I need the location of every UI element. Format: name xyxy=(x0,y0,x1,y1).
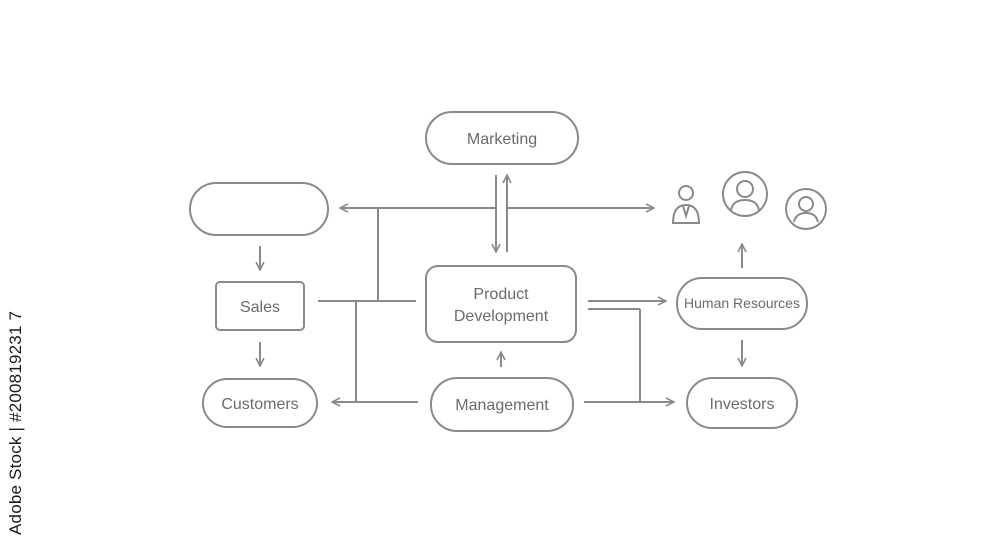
node-marketing-label: Marketing xyxy=(467,131,537,148)
node-management-label: Management xyxy=(455,397,549,414)
node-product-label-line1: Product xyxy=(473,286,529,303)
node-sales: Sales xyxy=(215,281,305,331)
node-customers: Customers xyxy=(202,378,318,428)
node-investors: Investors xyxy=(686,377,798,429)
node-product-label-line2: Development xyxy=(454,308,549,325)
node-investors-label: Investors xyxy=(710,396,775,413)
businessman-icon xyxy=(671,185,701,224)
stock-watermark-text: Adobe Stock | #200819231 7 xyxy=(6,310,25,535)
node-unlabeled xyxy=(189,182,329,236)
node-marketing: Marketing xyxy=(425,111,579,165)
node-management: Management xyxy=(430,377,574,432)
node-human-resources-label: Human Resources xyxy=(684,295,800,311)
node-human-resources: Human Resources xyxy=(676,277,808,330)
node-product-development: Product Development xyxy=(425,265,577,343)
user-circle-icon xyxy=(722,171,768,217)
user-circle-icon xyxy=(785,188,827,230)
connectors xyxy=(260,175,742,402)
node-customers-label: Customers xyxy=(221,396,298,413)
node-sales-label: Sales xyxy=(240,299,280,316)
